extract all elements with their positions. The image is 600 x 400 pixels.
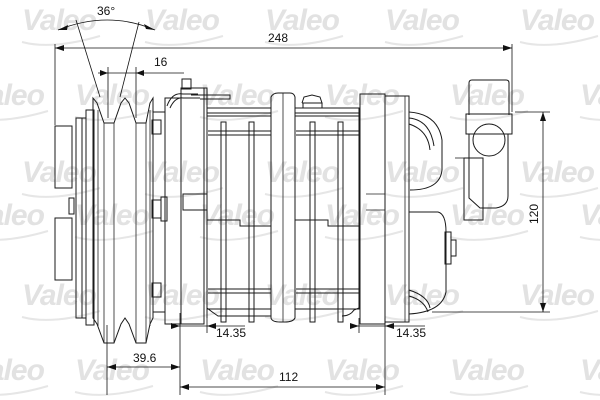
watermark: Valeo: [450, 354, 525, 387]
watermark: Valeo: [520, 4, 595, 37]
watermark: Valeo: [450, 199, 525, 232]
watermark: Valeo: [520, 279, 595, 312]
watermark: Valeo: [385, 156, 460, 189]
watermark: Valeo: [265, 279, 340, 312]
watermark: Valeo: [145, 156, 220, 189]
dimension-angle: 36°: [57, 4, 156, 98]
watermark: Valeo: [325, 199, 400, 232]
watermark: Valeo: [265, 156, 340, 189]
overall-length-label: 248: [268, 31, 288, 45]
watermark: Valeo: [0, 199, 45, 232]
watermark: Valeo: [0, 354, 45, 387]
dimension-mount-left: 14.35: [171, 313, 246, 395]
dimension-height: 120: [432, 111, 550, 313]
watermark: Valeo: [200, 199, 275, 232]
watermark: Valeo: [22, 279, 97, 312]
cylinder-block: [206, 92, 360, 323]
watermark: Valeo: [265, 4, 340, 37]
valeo-watermark-grid: Valeo Valeo Valeo Valeo Valeo Valeo Vale…: [0, 4, 600, 396]
height-label: 120: [527, 204, 541, 224]
mount-spacing-label: 112: [279, 370, 298, 384]
clutch-hub: [54, 109, 95, 326]
groove-pitch-label: 16: [154, 55, 168, 69]
dimension-groove-pitch: 16: [98, 55, 184, 118]
watermark: Valeo: [0, 79, 45, 112]
watermark: Valeo: [325, 354, 400, 387]
dimension-annotations: 36° 248 16 120: [54, 4, 550, 395]
dimension-overall-length: 248: [54, 31, 513, 125]
pulley-to-mount-label: 39.6: [133, 351, 157, 365]
dimension-mount-right: 14.35: [350, 318, 426, 395]
watermark: Valeo: [145, 4, 220, 37]
angle-label: 36°: [97, 4, 115, 18]
dimension-mount-spacing: 112: [180, 370, 385, 390]
watermark: Valeo: [75, 354, 150, 387]
watermark: Valeo: [22, 4, 97, 37]
watermark: Valeo: [200, 354, 275, 387]
watermark: Valeo: [520, 156, 595, 189]
watermark: Valeo: [22, 156, 97, 189]
mount-left-label: 14.35: [216, 326, 246, 340]
watermark: Valeo: [580, 354, 600, 387]
watermark: Valeo: [580, 199, 600, 232]
rear-housing: [359, 93, 457, 325]
watermark: Valeo: [75, 199, 150, 232]
watermark: Valeo: [385, 279, 460, 312]
compressor-body: [54, 78, 513, 344]
watermark: Valeo: [580, 79, 600, 112]
watermark: Valeo: [145, 279, 220, 312]
watermark: Valeo: [385, 4, 460, 37]
dimension-pulley-to-mount: 39.6: [106, 325, 180, 395]
watermark: Valeo: [75, 79, 150, 112]
pulley: [92, 96, 154, 344]
watermark: Valeo: [450, 79, 525, 112]
service-port-fitting: [455, 79, 513, 221]
mount-right-label: 14.35: [396, 326, 426, 340]
